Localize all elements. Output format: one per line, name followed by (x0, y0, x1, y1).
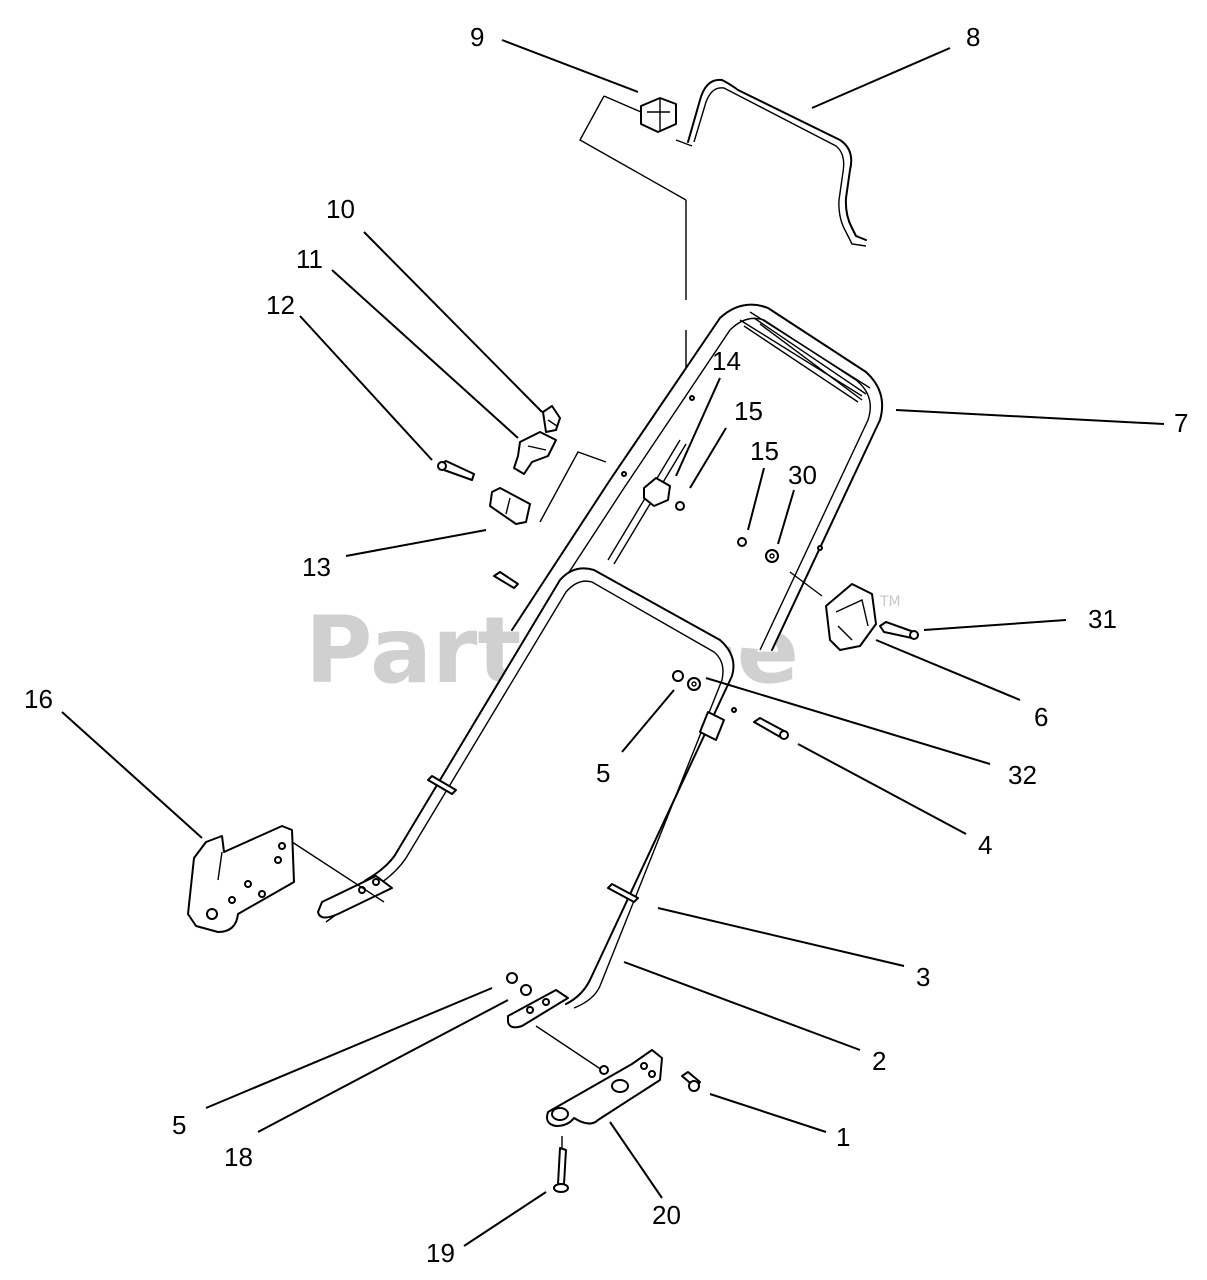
part-16-side-bracket[interactable] (187, 825, 295, 933)
part-15-nut-a[interactable] (675, 501, 685, 511)
part-30-washer[interactable] (765, 549, 779, 563)
part-5-nut-mid[interactable] (672, 670, 684, 682)
part-6-handle-knob[interactable] (825, 583, 877, 651)
part-13-spacer[interactable] (489, 451, 607, 525)
part-5-nut-lower[interactable] (506, 972, 518, 984)
callout-2[interactable]: 2 (872, 1046, 886, 1076)
part-3-lower-handle[interactable] (285, 567, 735, 1009)
part-9-bracket[interactable] (579, 95, 687, 409)
callout-11[interactable]: 11 (296, 244, 323, 274)
callout-15-a[interactable]: 15 (734, 396, 763, 426)
callout-13[interactable]: 13 (302, 552, 331, 582)
part-31-screw[interactable] (879, 621, 919, 640)
part-1-bolt[interactable] (681, 1071, 701, 1092)
part-32-washer[interactable] (687, 677, 701, 691)
callout-14[interactable]: 14 (712, 346, 741, 376)
callout-15-b[interactable]: 15 (750, 436, 779, 466)
callout-5-a[interactable]: 5 (596, 758, 610, 788)
callout-30[interactable]: 30 (788, 460, 817, 490)
part-20-wheel-arm[interactable] (546, 1049, 663, 1127)
part-4-bolt[interactable] (731, 707, 789, 740)
callout-10[interactable]: 10 (326, 194, 355, 224)
callout-31[interactable]: 31 (1088, 604, 1117, 634)
callout-3[interactable]: 3 (916, 962, 930, 992)
part-12-screw[interactable] (437, 460, 475, 481)
callout-32[interactable]: 32 (1008, 760, 1037, 790)
callout-19[interactable]: 19 (426, 1238, 455, 1268)
callout-1[interactable]: 1 (836, 1122, 850, 1152)
part-8-control-bail[interactable] (675, 78, 867, 247)
part-15-nut-b[interactable] (737, 537, 747, 547)
leader-lines (61, 39, 1165, 1247)
callout-labels: 9 8 10 11 12 13 14 15 15 30 7 31 6 16 5 … (24, 22, 1188, 1268)
callout-8[interactable]: 8 (966, 22, 980, 52)
watermark-trademark: TM (879, 594, 901, 610)
callout-6[interactable]: 6 (1034, 702, 1048, 732)
callout-12[interactable]: 12 (266, 290, 295, 320)
part-11-clamp[interactable] (513, 431, 557, 475)
callout-5-b[interactable]: 5 (172, 1110, 186, 1140)
callout-9[interactable]: 9 (470, 22, 484, 52)
callout-7[interactable]: 7 (1174, 408, 1188, 438)
part-19-screw[interactable] (553, 1136, 569, 1193)
callout-4[interactable]: 4 (978, 830, 992, 860)
part-2-bracket[interactable] (507, 989, 569, 1029)
part-14-cable-guide[interactable] (607, 439, 687, 565)
callout-16[interactable]: 16 (24, 684, 53, 714)
callout-18[interactable]: 18 (224, 1142, 253, 1172)
callout-20[interactable]: 20 (652, 1200, 681, 1230)
part-10-cable-tie[interactable] (542, 405, 561, 433)
part-18-washer[interactable] (520, 984, 532, 996)
